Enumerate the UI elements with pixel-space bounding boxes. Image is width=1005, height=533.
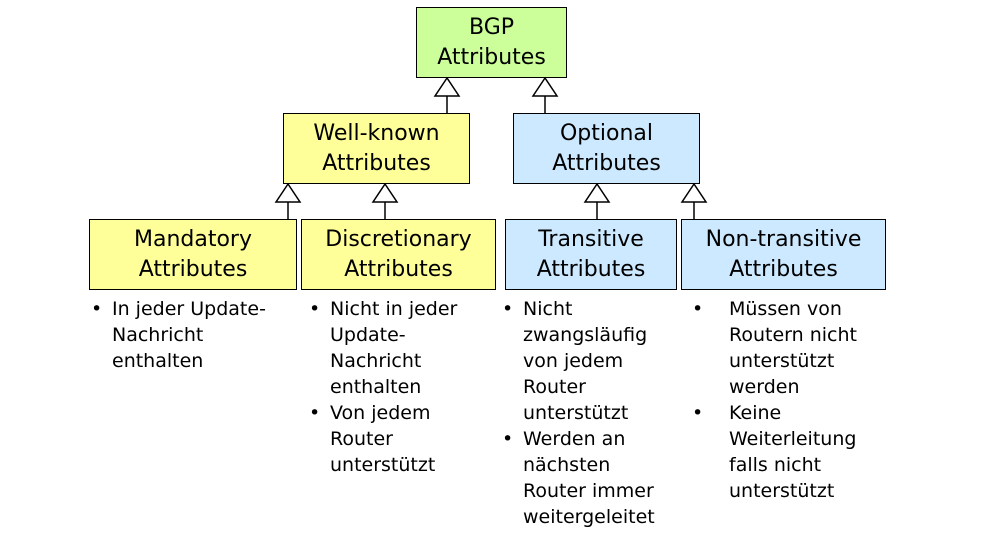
well-known-attributes-box: Well-known Attributes [283, 113, 470, 184]
non-transitive-line1: Non-transitive [705, 226, 862, 252]
description-bullet: In jeder Update- Nachricht enthalten [88, 296, 300, 374]
well-known-line1: Well-known [313, 120, 440, 146]
description-bullet: Von jedem Router unterstützt [306, 400, 501, 478]
description-bullet: Werden an nächsten Router immer weiterge… [499, 426, 679, 530]
discretionary-line2: Attributes [344, 256, 453, 282]
inheritance-arrow [433, 76, 461, 97]
optional-line2: Attributes [552, 150, 661, 176]
transitive-line1: Transitive [538, 226, 644, 252]
discretionary-description-list: Nicht in jeder Update- Nachricht enthalt… [306, 296, 501, 478]
inheritance-arrow [371, 182, 399, 203]
discretionary-line1: Discretionary [325, 226, 472, 252]
transitive-description-list: Nicht zwangsläufig von jedem Router unte… [499, 296, 679, 530]
mandatory-line1: Mandatory [133, 226, 252, 252]
description-bullet: Müssen von Routern nicht unterstützt wer… [689, 296, 899, 400]
discretionary-attributes-box: Discretionary Attributes [301, 219, 496, 290]
transitive-attributes-box: Transitive Attributes [505, 219, 677, 290]
description-bullet: Nicht zwangsläufig von jedem Router unte… [499, 296, 679, 426]
transitive-line2: Attributes [536, 256, 646, 282]
mandatory-attributes-box: Mandatory Attributes [89, 219, 297, 290]
non-transitive-attributes-box: Non-transitive Attributes [681, 219, 886, 290]
inheritance-arrow [531, 76, 559, 97]
bgp-attributes-line1: BGP [468, 14, 515, 40]
optional-line1: Optional [559, 120, 654, 146]
non-transitive-line2: Attributes [729, 256, 838, 282]
mandatory-line2: Attributes [138, 256, 248, 282]
non-transitive-description-list: Müssen von Routern nicht unterstützt wer… [689, 296, 899, 504]
optional-attributes-box: Optional Attributes [513, 113, 700, 184]
bgp-attributes-box: BGP Attributes [416, 7, 567, 78]
bgp-attributes-line2: Attributes [437, 44, 546, 70]
description-bullet: Keine Weiterleitung falls nicht unterstü… [689, 400, 899, 504]
inheritance-arrow [274, 182, 302, 203]
inheritance-arrow [680, 182, 708, 203]
inheritance-arrow [583, 182, 611, 203]
description-bullet: Nicht in jeder Update- Nachricht enthalt… [306, 296, 501, 400]
well-known-line2: Attributes [322, 150, 431, 176]
mandatory-description-list: In jeder Update- Nachricht enthalten [88, 296, 300, 374]
